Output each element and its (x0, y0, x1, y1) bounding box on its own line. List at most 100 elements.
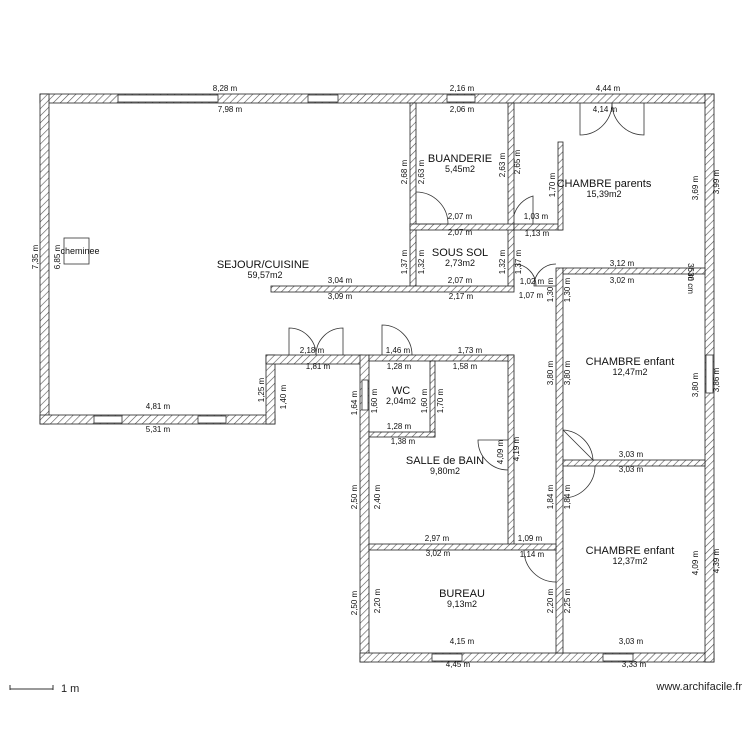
dimension-label: 1,13 m (525, 229, 550, 238)
room-name: CHAMBRE enfant (586, 545, 675, 557)
room-name: BUREAU (439, 588, 485, 600)
dimension-label: 3,80 m (691, 372, 700, 397)
dimension-label: 2,50 m (350, 590, 359, 615)
door-swing (315, 327, 344, 356)
dimension-label: 4,39 m (712, 548, 721, 573)
dimension-label: 1,60 m (370, 388, 379, 413)
dimension-label: 2,65 m (513, 149, 522, 174)
wall-corridor-east (555, 267, 564, 654)
dimension-label: 4,15 m (450, 637, 475, 646)
wall-living-south (270, 285, 515, 293)
dimension-label: 3,09 m (328, 292, 353, 301)
wall-south (359, 652, 715, 663)
door-swing (579, 102, 613, 136)
window (93, 415, 123, 424)
dimension-label: 1,30 m (563, 277, 572, 302)
room-name: SOUS SOL (432, 247, 488, 259)
dimension-label: 7,98 m (218, 105, 243, 114)
dimension-label: 1,28 m (387, 422, 412, 431)
room-area: 9,13m2 (447, 599, 477, 609)
room-name: CHAMBRE enfant (586, 356, 675, 368)
dimension-label: 2,07 m (448, 212, 473, 221)
dimension-label: 1,70 m (548, 172, 557, 197)
dimension-label: 7,35 m (31, 244, 40, 269)
dimension-label: 3,02 m (426, 549, 451, 558)
dimension-label: 1,64 m (350, 390, 359, 415)
wall-living-east (409, 102, 417, 290)
room-area: 2,73m2 (445, 258, 475, 268)
room-area: 2,04m2 (386, 396, 416, 406)
dimension-label: 3,02 m (610, 276, 635, 285)
dimension-label: 1,32 m (498, 249, 507, 274)
room-area: 15,39m2 (586, 189, 621, 199)
dimension-label: 3,04 m (328, 276, 353, 285)
dimension-label: 1,03 m (524, 212, 549, 221)
room-labels: SEJOUR/CUISINE 59,57m2 BUANDERIE 5,45m2 … (217, 153, 674, 609)
scale-bar: 1 m (9, 683, 79, 695)
window (431, 653, 463, 662)
dimension-label: 3,80 m (546, 360, 555, 385)
dimension-label: 4,14 m (593, 105, 618, 114)
dimension-label: 3,69 m (691, 175, 700, 200)
dimension-label: 2,20 m (546, 588, 555, 613)
doors (288, 102, 645, 583)
dimension-labels: 8,28 m 7,98 m 2,16 m 2,06 m 4,44 m 4,14 … (31, 84, 721, 669)
room-area: 59,57m2 (247, 270, 282, 280)
wall-hall-partition (557, 141, 564, 231)
dimension-label: 3,03 m (619, 637, 644, 646)
dimension-label: 3,33 m (622, 660, 647, 669)
wall-south-living (39, 414, 276, 425)
fireplace-icon (63, 237, 90, 265)
wall-enfant1-south (562, 459, 706, 467)
wall-parents-south (562, 267, 706, 275)
room-name: SEJOUR/CUISINE (217, 259, 309, 271)
dimension-label: 3,03 m (619, 465, 644, 474)
window (117, 94, 219, 103)
door-swing (562, 429, 594, 462)
dimension-label: 1,70 m (436, 388, 445, 413)
room-area: 5,45m2 (445, 164, 475, 174)
dimension-label: 4,44 m (596, 84, 621, 93)
room-name: CHAMBRE parents (557, 178, 652, 190)
door-swing (288, 327, 317, 356)
dimension-label: 1,32 m (417, 249, 426, 274)
room-area: 12,47m2 (612, 367, 647, 377)
dimension-label: 1,58 m (453, 362, 478, 371)
dimension-label: 1,37 m (514, 249, 523, 274)
dimension-label: 4,45 m (446, 660, 471, 669)
dimension-label: 2,18 m (300, 346, 325, 355)
dimension-label: 2,06 m (450, 105, 475, 114)
dimension-label: 1,25 m (257, 377, 266, 402)
dimension-label: 2,20 m (373, 588, 382, 613)
watermark: www.archifacile.fr (655, 681, 742, 693)
window (361, 379, 369, 411)
window (307, 94, 339, 103)
room-area: 9,80m2 (430, 466, 460, 476)
dimension-label: 1,14 m (520, 550, 545, 559)
room-name: WC (392, 385, 410, 397)
door-swing (477, 439, 509, 471)
wall-wc-south (368, 431, 436, 438)
dimension-label: 1,37 m (400, 249, 409, 274)
dimension-label: 3,99 m (712, 169, 721, 194)
window (705, 354, 714, 394)
dimension-label: 4,81 m (146, 402, 171, 411)
dimension-label: 1,38 m (391, 437, 416, 446)
dimension-label: 2,63 m (417, 159, 426, 184)
wall-west (39, 93, 50, 425)
dimension-label: 1,81 m (306, 362, 331, 371)
dimension-label: 1,73 m (458, 346, 483, 355)
interior-walls (270, 102, 706, 654)
dimension-label: 1,09 m (518, 534, 543, 543)
dimension-label: 1,30 m (546, 277, 555, 302)
fireplace-label: cheminee (60, 246, 99, 256)
dimension-label: 2,40 m (373, 484, 382, 509)
dimension-label: 1,84 m (546, 484, 555, 509)
dimension-label: 2,07 m (448, 228, 473, 237)
dimension-label: 2,16 m (450, 84, 475, 93)
dimension-label: 2,97 m (425, 534, 450, 543)
door-swing (513, 195, 534, 224)
dimension-label: 2,17 m (449, 292, 474, 301)
dimension-label: 1,60 m (420, 388, 429, 413)
